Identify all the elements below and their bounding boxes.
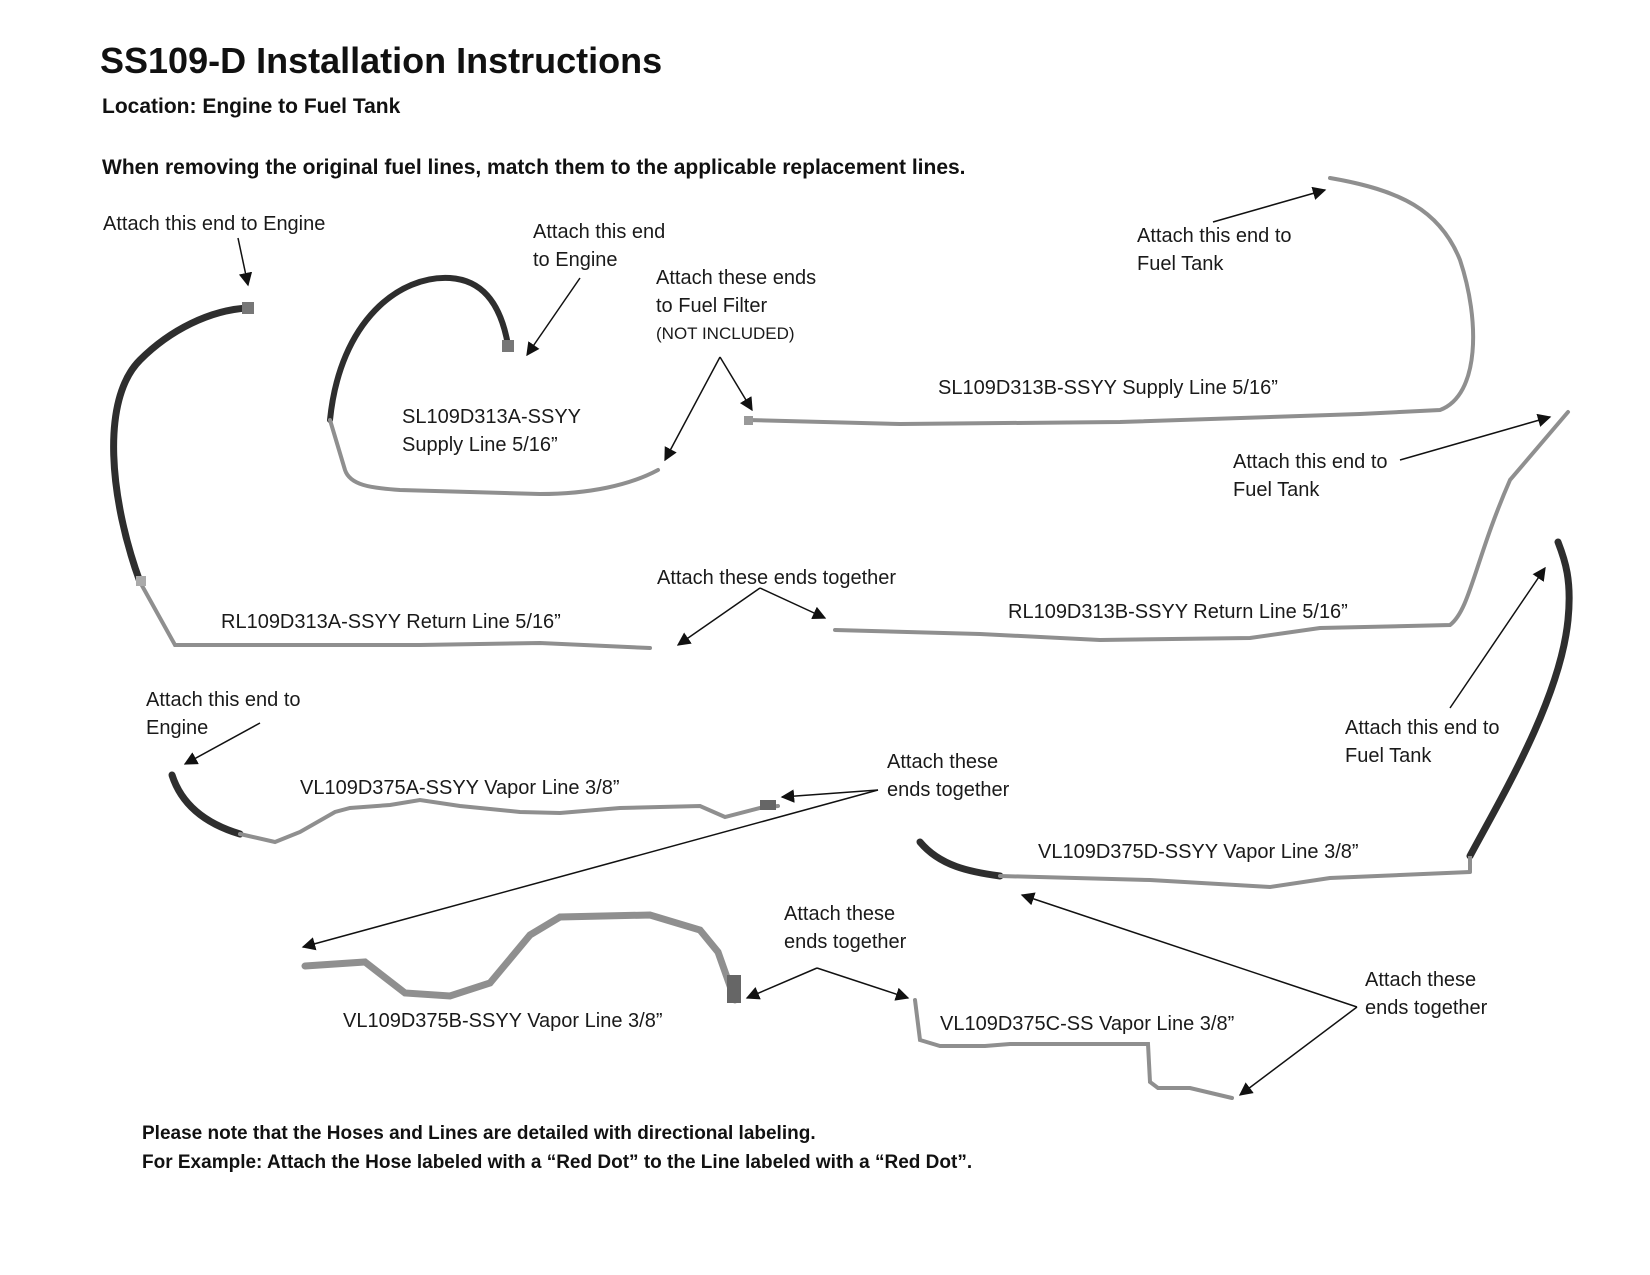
return-line-b (833, 410, 1570, 643)
part-label-vl-d: VL109D375D-SSYY Vapor Line 3/8” (1038, 841, 1359, 863)
part-label-rl-a: RL109D313A-SSYY Return Line 5/16” (221, 611, 561, 633)
label-attach-engine-3: Attach this end to Engine (146, 686, 301, 742)
label-line: Attach these (1365, 969, 1477, 991)
part-number: SL109D313A-SSYY (402, 406, 582, 428)
label-line: Attach this end to (146, 689, 301, 711)
label-line: Attach these (887, 751, 999, 773)
supply-line-a (327, 274, 660, 497)
label-line: Fuel Tank (1233, 479, 1320, 501)
label-line: (NOT INCLUDED) (656, 324, 795, 343)
label-together-4: Attach these ends together (1365, 966, 1487, 1022)
label-line: Attach these ends (656, 267, 817, 289)
label-attach-tank-2: Attach this end to Fuel Tank (1233, 448, 1388, 504)
label-attach-engine-2: Attach this end to Engine (533, 218, 665, 274)
label-attach-tank-1: Attach this end to Fuel Tank (1137, 222, 1292, 278)
part-label-vl-a: VL109D375A-SSYY Vapor Line 3/8” (300, 777, 620, 799)
label-line: Fuel Tank (1345, 745, 1432, 767)
part-label-vl-b: VL109D375B-SSYY Vapor Line 3/8” (343, 1010, 663, 1032)
label-line: ends together (887, 779, 1010, 801)
part-label-sl-a: SL109D313A-SSYY Supply Line 5/16” (402, 403, 581, 459)
label-line: Engine (146, 717, 209, 739)
footer-note-1: Please note that the Hoses and Lines are… (142, 1123, 816, 1144)
label-attach-engine-1: Attach this end to Engine (103, 213, 326, 235)
part-label-sl-b: SL109D313B-SSYY Supply Line 5/16” (938, 377, 1278, 399)
vapor-line-c (913, 998, 1234, 1100)
part-label-vl-c: VL109D375C-SS Vapor Line 3/8” (940, 1013, 1235, 1035)
label-fuel-filter: Attach these ends to Fuel Filter (NOT IN… (656, 264, 816, 348)
vapor-line-a (168, 771, 780, 845)
part-description: Supply Line 5/16” (402, 434, 558, 456)
return-line-a (110, 302, 652, 650)
label-together-3: Attach these ends together (784, 900, 906, 956)
label-line: Attach this end (533, 221, 666, 243)
footer-note-2: For Example: Attach the Hose labeled wit… (142, 1152, 973, 1173)
part-label-rl-b: RL109D313B-SSYY Return Line 5/16” (1008, 601, 1348, 623)
label-line: Fuel Tank (1137, 253, 1224, 275)
label-line: Attach these (784, 903, 896, 925)
label-line: to Engine (533, 249, 618, 271)
location-subtitle: Location: Engine to Fuel Tank (102, 95, 401, 118)
label-line: Attach this end to (1233, 451, 1388, 473)
label-line: Attach this end to (1137, 225, 1292, 247)
label-line: ends together (784, 931, 907, 953)
page-title: SS109-D Installation Instructions (100, 40, 663, 81)
vapor-line-d (916, 538, 1573, 890)
label-line: to Fuel Filter (656, 295, 768, 317)
vapor-line-b (301, 911, 741, 1004)
label-attach-tank-3: Attach this end to Fuel Tank (1345, 714, 1500, 770)
instruction-text: When removing the original fuel lines, m… (102, 156, 966, 179)
label-together-1: Attach these ends together (657, 567, 897, 589)
label-line: ends together (1365, 997, 1488, 1019)
label-line: Attach this end to (1345, 717, 1500, 739)
label-together-2: Attach these ends together (887, 748, 1009, 804)
supply-line-b (744, 176, 1476, 427)
